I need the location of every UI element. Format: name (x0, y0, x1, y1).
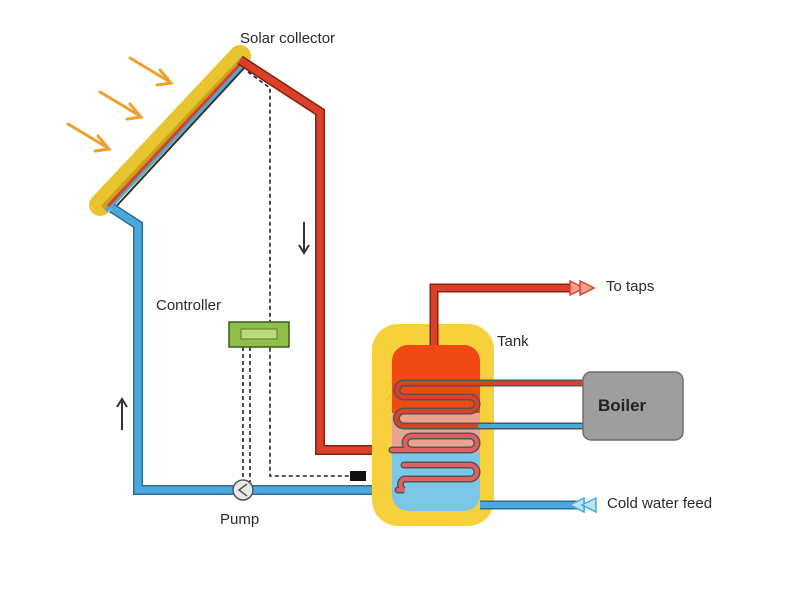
to-taps-label: To taps (606, 278, 655, 295)
flow-down-arrow (298, 222, 310, 255)
cold-water-feed-label: Cold water feed (607, 495, 713, 512)
hot-flow-pipe (237, 55, 392, 455)
solar-coil (388, 432, 481, 494)
solar-collector-label: Solar collector (240, 30, 336, 47)
cold-feed-arrow (568, 496, 597, 514)
hot-outlet-pipe (429, 283, 574, 345)
controller-box (228, 321, 290, 348)
sun-ray-arrow (66, 122, 112, 153)
boiler-box (582, 371, 684, 441)
controller-wires (242, 71, 355, 482)
tank-label: Tank (497, 333, 529, 350)
pump-icon (232, 479, 254, 501)
pump-label: Pump (220, 511, 260, 528)
controller-label: Controller (156, 297, 222, 314)
flow-up-arrow (116, 397, 128, 430)
boiler-coil (393, 379, 590, 430)
cold-return-pipe (109, 203, 398, 495)
sun-ray-arrow (98, 90, 144, 121)
to-taps-arrow (569, 279, 596, 297)
sun-ray-arrow (128, 56, 174, 87)
tank-sensor (350, 471, 366, 481)
sun-rays (66, 56, 174, 153)
boiler-label: Boiler (598, 396, 647, 415)
solar-collector (89, 45, 251, 216)
